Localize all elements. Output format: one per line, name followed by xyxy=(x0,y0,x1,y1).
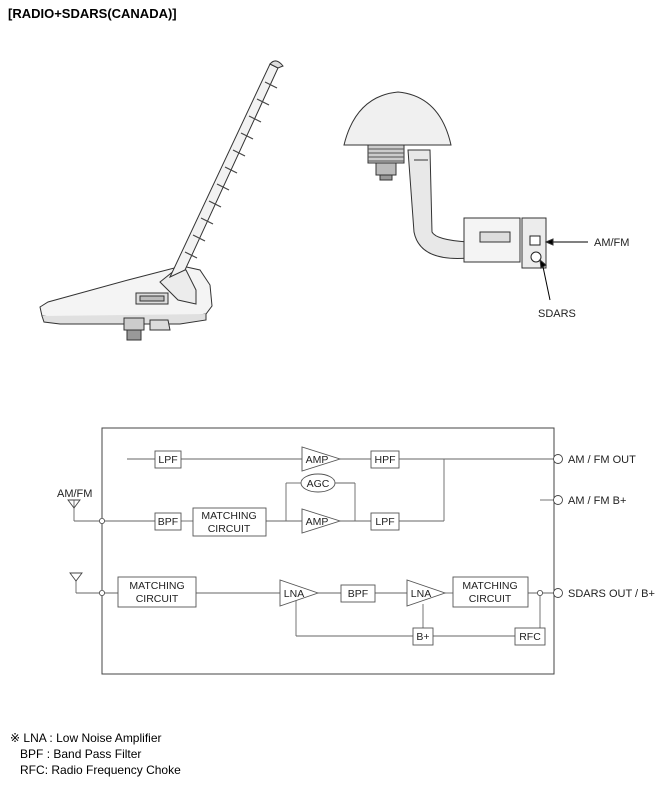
matching-sdars-out-label-1: MATCHING xyxy=(462,580,517,592)
antenna-symbol-amfm xyxy=(67,499,81,509)
amfm-callout-label: AM/FM xyxy=(594,237,629,249)
legend-desc: Low Noise Amplifier xyxy=(56,731,162,745)
lna-2-label: LNA xyxy=(411,588,431,600)
terminal-amfm-out xyxy=(553,454,563,464)
hpf-label: HPF xyxy=(375,454,396,466)
rfc-label: RFC xyxy=(519,631,541,643)
bpf-amfm-box xyxy=(154,512,182,531)
matching-sdars-out-label-2: CIRCUIT xyxy=(469,593,512,605)
bpf-sdars-label: BPF xyxy=(348,588,368,600)
amp-bottom-triangle xyxy=(301,508,342,534)
output-sdars-out-label: SDARS OUT / B+ xyxy=(568,588,655,600)
amfm-input-label: AM/FM xyxy=(57,488,92,500)
legend-abbr: LNA xyxy=(23,731,47,745)
legend-row: ※ LNA : Low Noise Amplifier xyxy=(10,731,162,745)
bplus-box xyxy=(412,627,434,646)
legend-row: BPF : Band Pass Filter xyxy=(20,747,142,761)
bpf-sdars-box xyxy=(340,584,376,603)
matching-sdars-in-label-1: MATCHING xyxy=(129,580,184,592)
lna-1-label: LNA xyxy=(284,588,304,600)
hpf-box xyxy=(370,450,400,469)
matching-amfm-box xyxy=(192,507,267,537)
bpf-amfm-label: BPF xyxy=(158,516,178,528)
bplus-label: B+ xyxy=(416,631,429,643)
circuit-block-labels: LPF AMP HPF AGC BPF MATCHING CIRCUIT AMP… xyxy=(129,454,541,643)
page-title: [RADIO+SDARS(CANADA)] xyxy=(8,6,177,21)
antenna-illustration xyxy=(39,60,284,341)
amp-top-label: AMP xyxy=(306,454,329,466)
lpf-top-box xyxy=(154,450,182,469)
lpf-bottom-box xyxy=(370,512,400,531)
sdars-callout-label: SDARS xyxy=(538,308,576,320)
terminal-sdars-out xyxy=(553,588,563,598)
legend-desc: Radio Frequency Choke xyxy=(51,763,181,777)
legend-desc: Band Pass Filter xyxy=(53,747,142,761)
lna-2-triangle xyxy=(406,579,447,607)
output-terminals xyxy=(553,454,563,598)
terminal-amfm-bplus xyxy=(553,495,563,505)
agc-ellipse xyxy=(300,473,336,493)
circuit-frame xyxy=(101,427,555,675)
legend-abbr: BPF xyxy=(20,747,44,761)
matching-amfm-label-2: CIRCUIT xyxy=(208,523,251,535)
reference-mark-icon: ※ xyxy=(10,731,21,745)
lpf-top-label: LPF xyxy=(158,454,177,466)
circuit-blocks xyxy=(117,446,546,646)
rfc-box xyxy=(514,627,546,646)
circuit-junctions xyxy=(99,518,544,597)
matching-sdars-in-label-2: CIRCUIT xyxy=(136,593,179,605)
output-amfm-bplus-label: AM / FM B+ xyxy=(568,495,626,507)
amp-top-triangle xyxy=(301,446,342,472)
legend-abbr: RFC xyxy=(20,763,45,777)
matching-amfm-label-1: MATCHING xyxy=(201,510,256,522)
sdars-antenna-illustration xyxy=(343,91,588,301)
lna-1-triangle xyxy=(279,579,320,607)
output-amfm-out-label: AM / FM OUT xyxy=(568,454,636,466)
legend-row: RFC: Radio Frequency Choke xyxy=(20,763,181,777)
agc-label: AGC xyxy=(307,478,330,490)
antenna-symbol-sdars xyxy=(69,572,83,582)
matching-sdars-out-box xyxy=(452,576,529,608)
matching-sdars-in-box xyxy=(117,576,197,608)
abbreviation-legend: ※ LNA : Low Noise Amplifier BPF : Band P… xyxy=(10,730,181,778)
lpf-bottom-label: LPF xyxy=(375,516,394,528)
amp-bottom-label: AMP xyxy=(306,516,329,528)
